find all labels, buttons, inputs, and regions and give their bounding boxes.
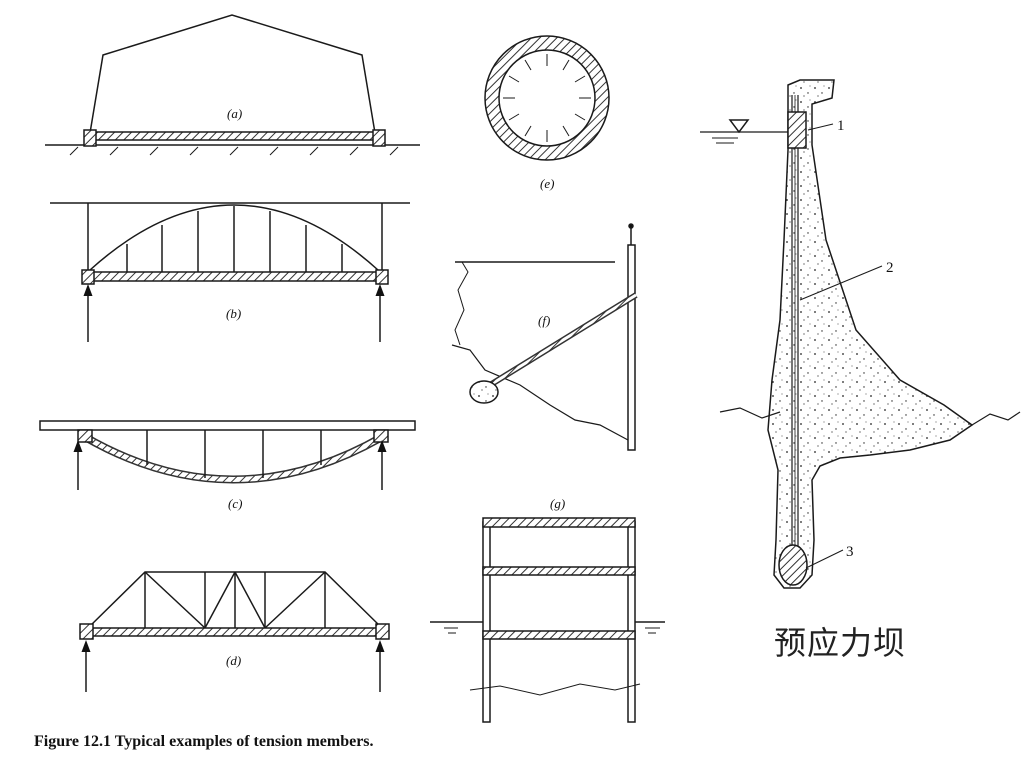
dam-callout-3: 3: [846, 544, 854, 560]
label-f: (f): [538, 313, 550, 328]
dam-callout-2: 2: [886, 260, 894, 276]
diagram-b: [50, 202, 410, 342]
figure-caption: Figure 12.1 Typical examples of tension …: [34, 733, 374, 750]
dam-title: 预应力坝: [774, 624, 907, 662]
diagram-d: [79, 571, 390, 692]
dam-callout-1: 1: [837, 118, 845, 134]
label-a: (a): [227, 106, 242, 121]
prestressed-dam-diagram: [700, 79, 1021, 589]
label-d: (d): [226, 653, 241, 668]
label-e: (e): [540, 176, 554, 191]
label-c: (c): [228, 496, 242, 511]
diagram-f: [451, 223, 638, 451]
diagram-g: [430, 517, 665, 723]
diagram-e: [484, 35, 610, 161]
label-g: (g): [550, 496, 565, 511]
diagram-a: [45, 14, 420, 156]
label-b: (b): [226, 306, 241, 321]
diagram-c: [39, 420, 416, 490]
